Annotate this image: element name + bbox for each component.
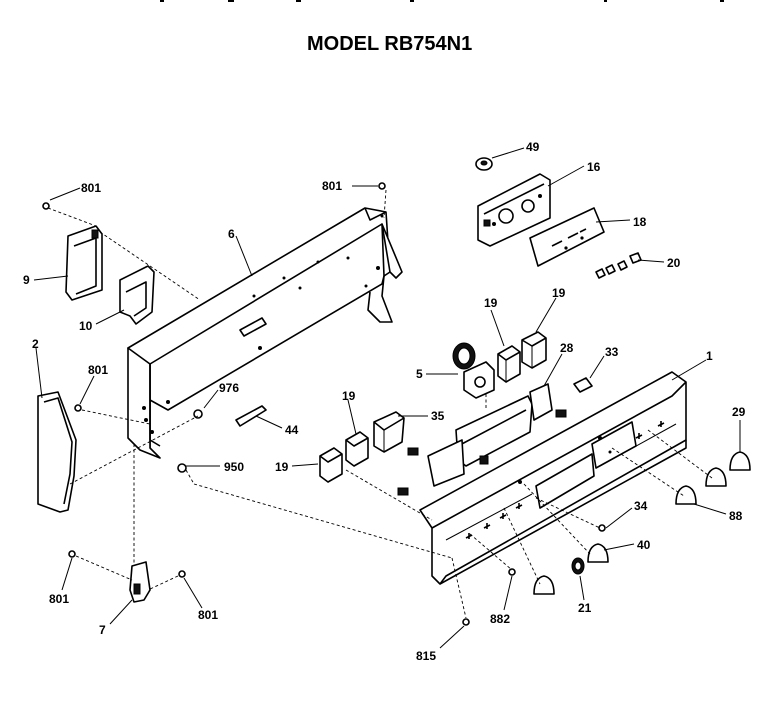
label-49: 49 [526,140,540,154]
label-34: 34 [634,499,648,513]
control-panel-1 [419,371,687,585]
switch-35 [373,411,405,453]
screw-882 [508,568,516,576]
label-18: 18 [633,215,647,229]
label-19c: 19 [484,296,498,310]
buttons-20 [595,252,642,279]
label-9: 9 [23,273,30,287]
screw-815 [462,618,470,626]
label-950: 950 [224,460,244,474]
label-1: 1 [706,349,713,363]
switch-19-upper [497,345,521,383]
label-10: 10 [79,319,93,333]
label-20: 20 [667,256,681,270]
label-40: 40 [637,538,651,552]
label-28: 28 [560,341,574,355]
clip [407,447,419,456]
label-801b: 801 [322,179,342,193]
clip [397,487,409,496]
switch-18-upper [521,331,547,369]
part-labels: 49 16 18 20 801 801 6 9 10 2 801 976 44 … [23,140,746,663]
switch-19-lower [345,431,369,467]
label-21: 21 [578,601,592,615]
bracket-9 [65,225,103,301]
side-trim-2 [37,391,77,513]
washer-976 [193,409,203,419]
label-19a: 19 [275,460,289,474]
label-35: 35 [431,409,445,423]
label-6: 6 [228,227,235,241]
label-7: 7 [99,623,106,637]
switch-bracket-28 [427,383,553,487]
screw-801 [68,550,76,558]
label-815: 815 [416,649,436,663]
clip [555,409,567,418]
label-5: 5 [416,367,423,381]
screw-801 [74,404,82,412]
bracket-7 [129,561,151,603]
part-44 [235,405,267,427]
clip-33 [573,377,593,393]
screw-801 [178,570,186,578]
label-19b: 19 [342,389,356,403]
screw-801 [42,202,50,210]
bracket-10 [119,265,155,325]
label-33: 33 [605,345,619,359]
screw-34 [598,524,606,532]
label-801a: 801 [81,181,101,195]
leader-lines [33,147,741,649]
label-801c: 801 [88,363,108,377]
label-882: 882 [490,612,510,626]
top-edge-marks [160,0,724,2]
label-29: 29 [732,405,746,419]
knobs [533,451,751,595]
back-panel [127,207,403,459]
label-976: 976 [219,381,239,395]
label-2: 2 [32,337,39,351]
part-950 [177,463,187,473]
label-44: 44 [285,423,299,437]
label-801d: 801 [49,592,69,606]
label-16: 16 [587,160,601,174]
screw-801 [378,182,386,190]
clock-16 [477,173,551,247]
switch-19-lowest [319,447,343,483]
assembly-lines [47,189,713,619]
label-88: 88 [729,509,743,523]
clock-overlay-18 [529,207,605,267]
infinite-switch-5 [452,342,495,399]
model-title: MODEL RB754N1 [307,33,472,55]
label-801e: 801 [198,608,218,622]
label-18-upper: 19 [552,286,566,300]
